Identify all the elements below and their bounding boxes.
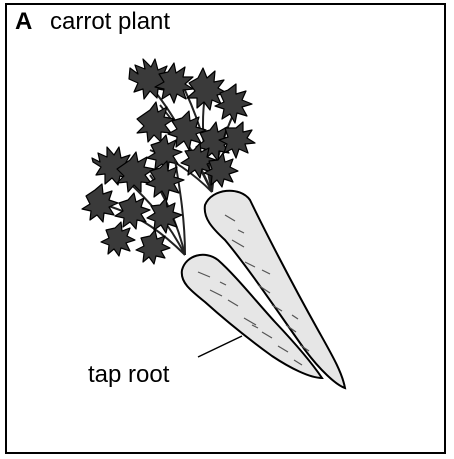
tap-root-leader-line <box>198 336 242 357</box>
tap-root-label: tap root <box>88 363 169 387</box>
